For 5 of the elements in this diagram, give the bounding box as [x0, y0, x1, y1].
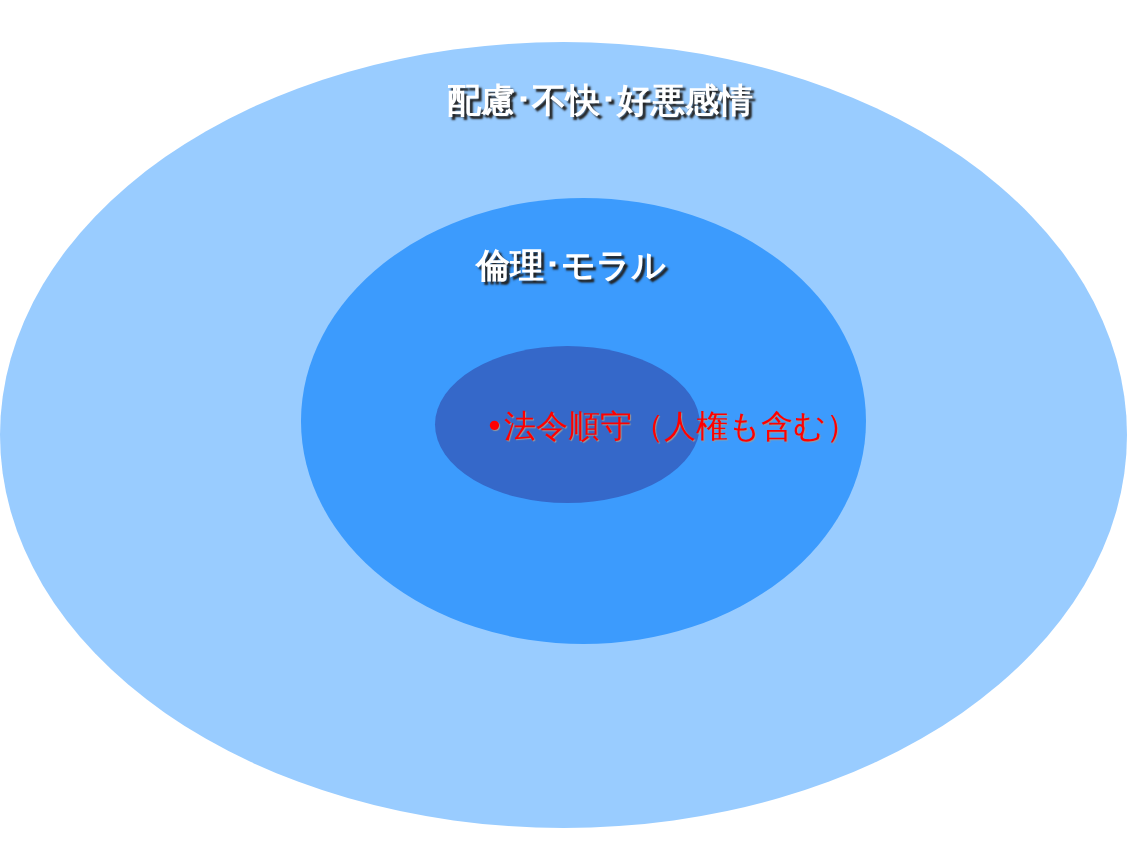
region-label: 倫理･モラル [476, 246, 666, 286]
middle-ellipse [301, 198, 866, 644]
region-label: 配慮･不快･好悪感情 [447, 81, 753, 121]
region-label: •法令順守（人権も含む） [485, 408, 858, 445]
outer-ellipse [0, 42, 1127, 828]
